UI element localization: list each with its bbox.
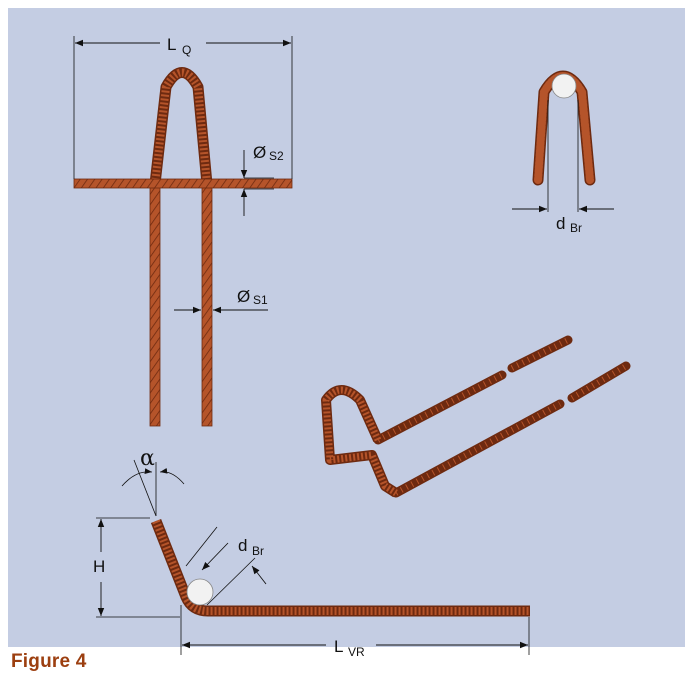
cross-bar <box>73 178 293 189</box>
phi-s2-label: Ø <box>253 143 266 162</box>
figure-caption: Figure 4 <box>11 651 87 672</box>
diagram-panel <box>8 8 685 647</box>
dbr-bottom-subscript: Br <box>252 544 264 558</box>
lq-label: L <box>167 35 176 54</box>
alpha-label: α <box>140 446 155 471</box>
dbr-top-subscript: Br <box>570 221 582 235</box>
lvr-subscript: VR <box>348 645 365 659</box>
bent-bar-side-view: α H d Br L VR <box>93 446 530 659</box>
left-leg <box>149 183 161 427</box>
bend-detail: d Br <box>512 70 614 235</box>
phi-s1-subscript: S1 <box>253 293 268 307</box>
dbr-bottom-label: d <box>238 536 247 555</box>
dbr-top-label: d <box>556 214 565 233</box>
h-label: H <box>93 557 105 576</box>
lvr-label: L <box>334 637 343 656</box>
phi-s1-label: Ø <box>237 287 250 306</box>
front-view-stirrup: L Q Ø S2 Ø S1 <box>73 35 293 427</box>
phi-s2-subscript: S2 <box>269 149 284 163</box>
perspective-view <box>321 335 631 498</box>
right-leg <box>201 183 213 427</box>
mandrel-circle <box>551 73 577 99</box>
bend-circle <box>186 578 214 606</box>
lq-subscript: Q <box>182 43 191 57</box>
